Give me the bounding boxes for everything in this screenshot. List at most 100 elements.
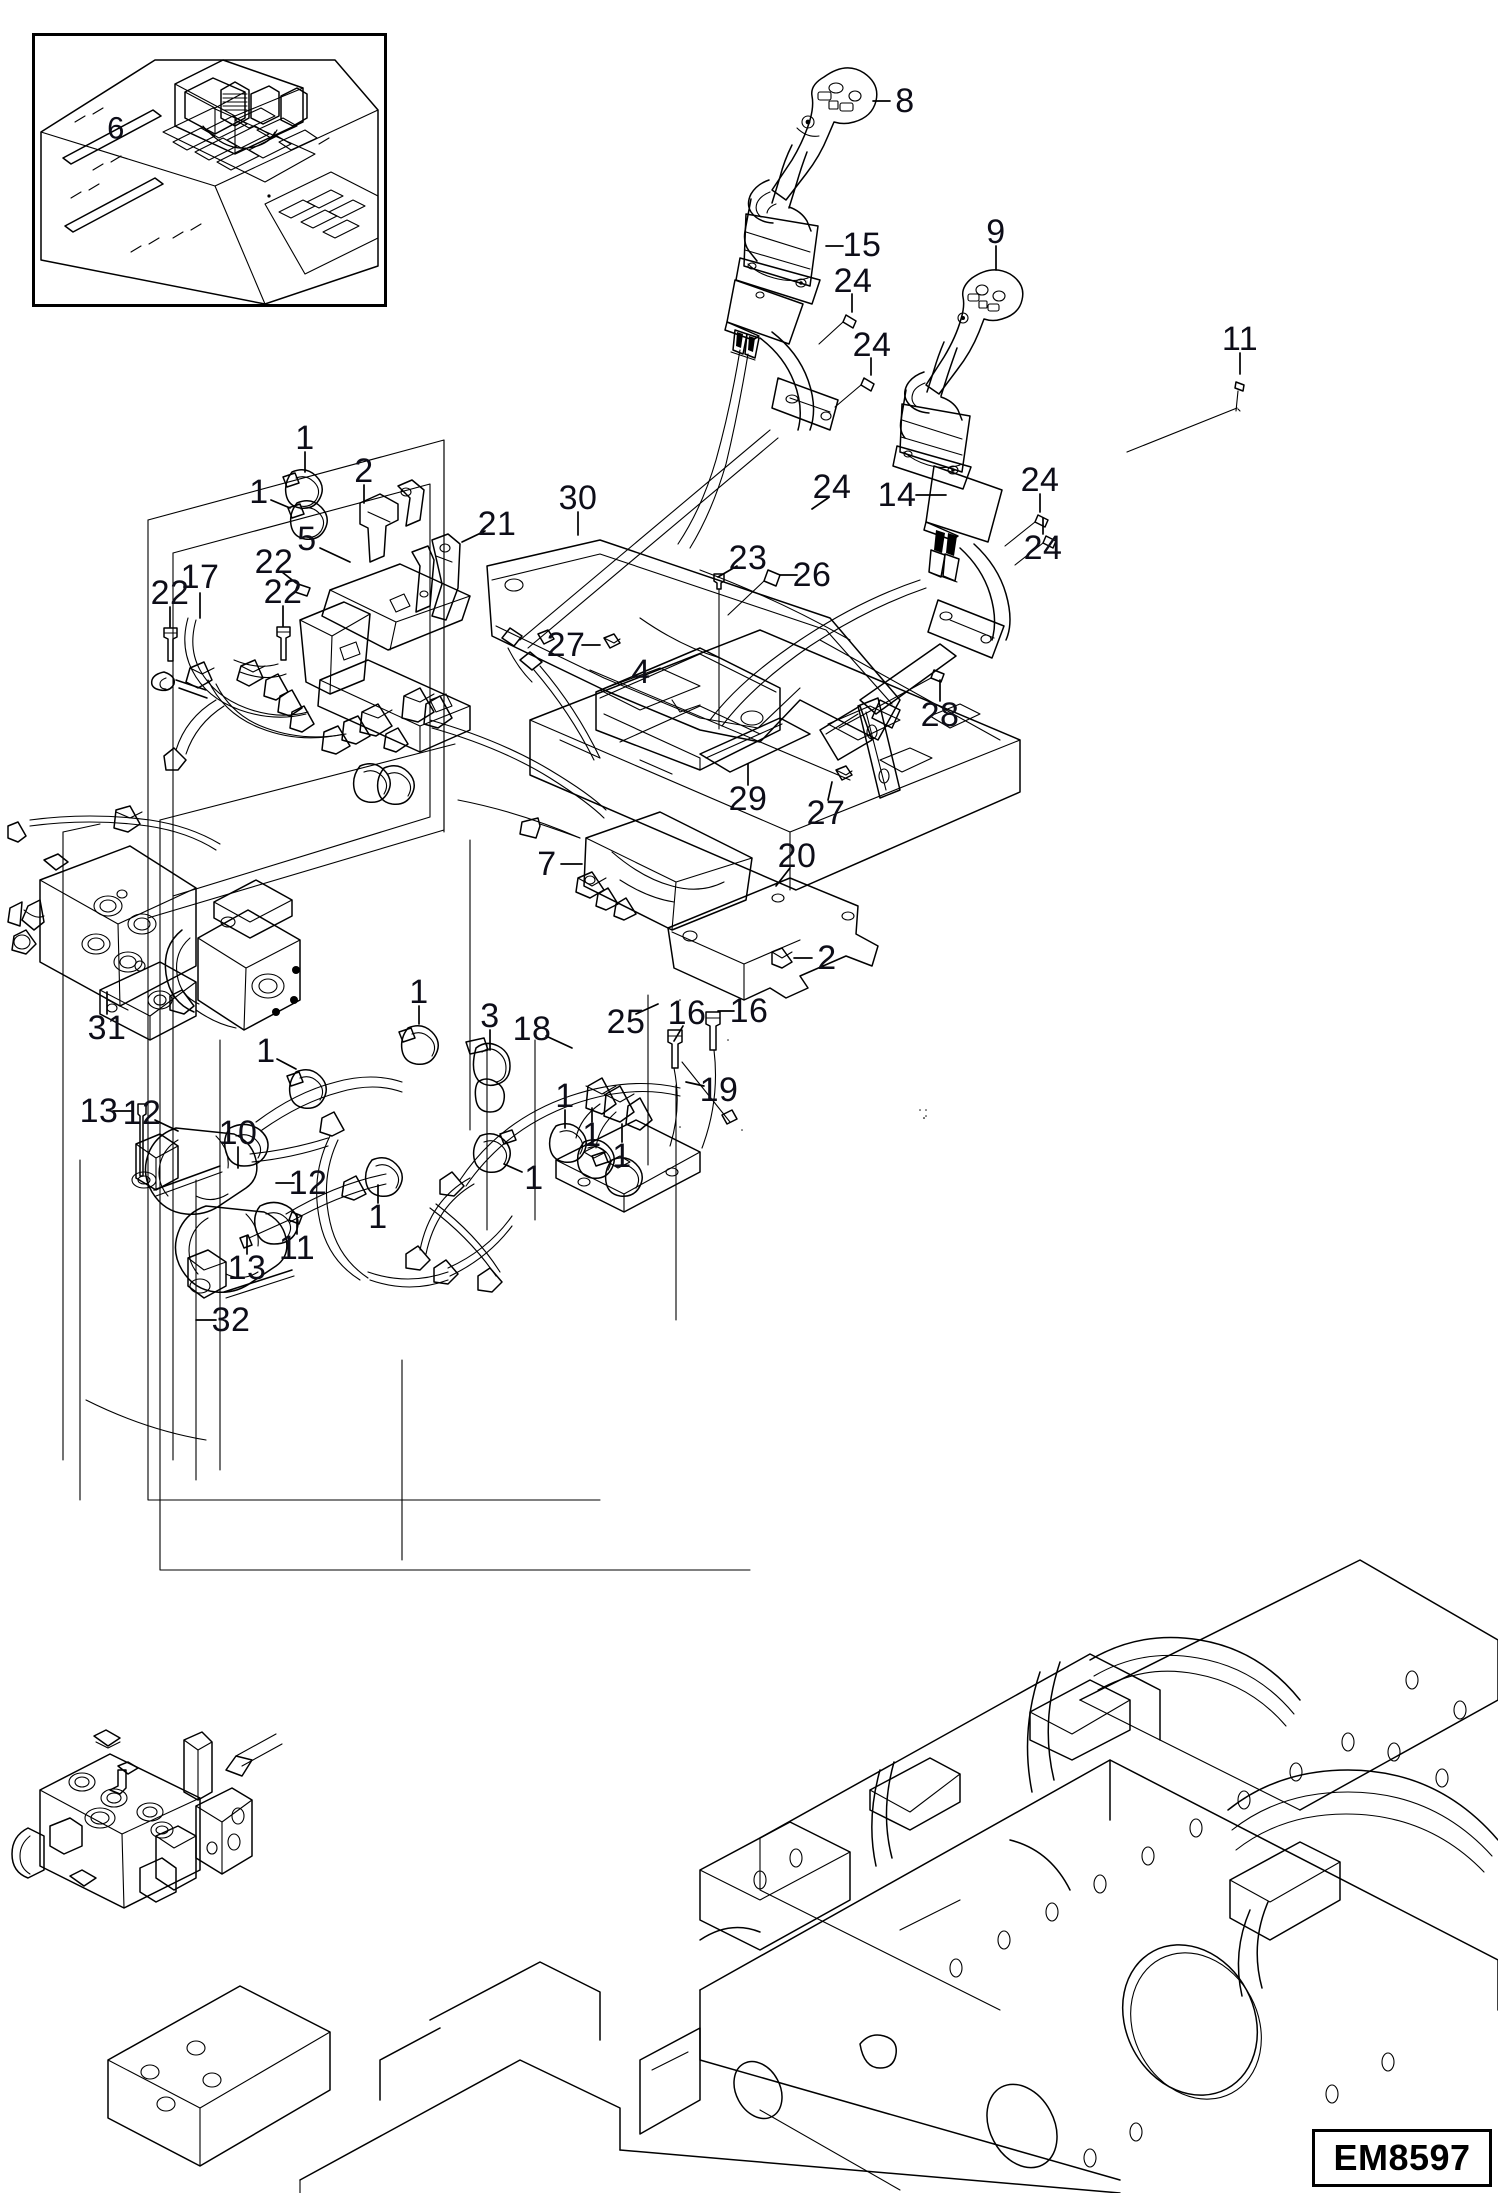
callout-1: 1 <box>612 1137 632 1175</box>
callout-29: 29 <box>728 780 768 818</box>
part-number-plate: EM8597 <box>1312 2129 1492 2187</box>
lower-harness-18 <box>405 1011 721 1271</box>
callout-24: 24 <box>833 262 873 300</box>
callout-1: 1 <box>249 473 269 511</box>
bracket-2-upper <box>359 479 425 563</box>
callout-22: 22 <box>150 574 190 612</box>
callout-14: 14 <box>877 476 917 514</box>
callout-inset-6: 6 <box>107 110 125 146</box>
callout-13: 13 <box>79 1092 119 1130</box>
callout-8: 8 <box>895 82 915 120</box>
callout-23: 23 <box>728 539 768 577</box>
console-hardware <box>537 569 945 781</box>
callout-16: 16 <box>729 992 769 1030</box>
callout-25: 25 <box>606 1003 646 1041</box>
leader-24 <box>811 497 829 510</box>
leader-25 <box>635 1003 659 1015</box>
leader-21 <box>461 530 486 543</box>
callout-11: 11 <box>1221 320 1259 358</box>
leader-1 <box>270 499 291 509</box>
callout-15: 15 <box>842 226 882 264</box>
callout-27: 27 <box>546 626 586 664</box>
callout-21: 21 <box>477 505 517 543</box>
leader-12 <box>154 1119 179 1132</box>
callout-22: 22 <box>254 543 294 581</box>
bolt-24-group-left <box>818 314 875 408</box>
right-joystick-assembly <box>892 269 1245 659</box>
callout-1: 1 <box>409 973 429 1011</box>
callout-1: 1 <box>555 1077 575 1115</box>
callout-1: 1 <box>256 1032 276 1070</box>
callout-10: 10 <box>218 1114 258 1152</box>
harness-long-wire <box>429 627 607 819</box>
leader-22 <box>281 571 297 584</box>
leader-23 <box>717 565 738 578</box>
callout-30: 30 <box>558 479 598 517</box>
hydraulic-valve-block-31 <box>7 805 221 1041</box>
harness-connector-block <box>401 687 453 729</box>
right-support-post <box>819 643 957 799</box>
callout-26: 26 <box>792 556 832 594</box>
console-support-29 <box>699 717 811 773</box>
wiring-harness-17 <box>150 617 415 806</box>
leader-20 <box>775 867 791 887</box>
callout-7: 7 <box>537 845 557 883</box>
callout-24: 24 <box>852 326 892 364</box>
leader-18 <box>545 1035 573 1049</box>
solenoid-hoses <box>255 1076 403 1223</box>
main-control-valve-32 <box>11 1729 283 1909</box>
callout-20: 20 <box>777 837 817 875</box>
machine-frame <box>107 1559 1498 2193</box>
callout-12: 12 <box>288 1164 328 1202</box>
bolt-24-group-right <box>1004 514 1057 566</box>
callout-17: 17 <box>180 558 220 596</box>
left-joystick-assembly <box>724 67 878 431</box>
callout-13: 13 <box>227 1249 267 1287</box>
callout-27: 27 <box>806 794 846 832</box>
callout-1: 1 <box>582 1116 602 1154</box>
screw-25 <box>679 1115 927 1128</box>
callout-16: 16 <box>667 994 707 1032</box>
inset-detail-view <box>32 33 387 307</box>
callout-31: 31 <box>87 1009 127 1047</box>
console-panel-4 <box>529 629 1021 891</box>
callout-32: 32 <box>211 1301 251 1339</box>
callout-22: 22 <box>263 573 303 611</box>
bracket-5 <box>299 563 471 753</box>
part-number-text: EM8597 <box>1333 2137 1471 2178</box>
leader-27 <box>827 781 833 801</box>
callout-2: 2 <box>817 939 837 977</box>
leader-1 <box>503 1163 523 1173</box>
solenoid-valve-upper-12 <box>131 1103 269 1216</box>
screw-group-25-29 <box>679 999 927 1131</box>
leader-16 <box>673 1025 684 1042</box>
controller-module-7 <box>457 799 753 931</box>
callout-9: 9 <box>986 213 1006 251</box>
callout-4: 4 <box>631 653 651 691</box>
callout-12: 12 <box>122 1094 162 1132</box>
leader-1 <box>276 1058 297 1070</box>
callout-11: 11 <box>278 1229 316 1267</box>
hydraulic-pump <box>164 879 301 1031</box>
flange-bolt-group-22 <box>163 583 311 662</box>
solenoid-valve-lower-12 <box>174 1201 303 1299</box>
cover-plate-20 <box>667 877 879 1001</box>
leader-5 <box>319 547 351 563</box>
armrest-frame-30 <box>486 539 901 743</box>
cable-clamp-group-lower <box>286 1025 643 1198</box>
callout-24: 24 <box>1023 529 1063 567</box>
callout-28: 28 <box>920 696 960 734</box>
lower-hose-runs <box>85 1135 513 1441</box>
phantom-outline-frames <box>62 439 751 1571</box>
callout-1: 1 <box>295 419 315 457</box>
cable-clamp-group-upper <box>282 469 328 541</box>
callout-18: 18 <box>512 1010 552 1048</box>
callout-24: 24 <box>1020 461 1060 499</box>
leader-19 <box>685 1081 705 1087</box>
callout-1: 1 <box>524 1159 544 1197</box>
callout-5: 5 <box>297 520 317 558</box>
callout-1: 1 <box>368 1198 388 1236</box>
